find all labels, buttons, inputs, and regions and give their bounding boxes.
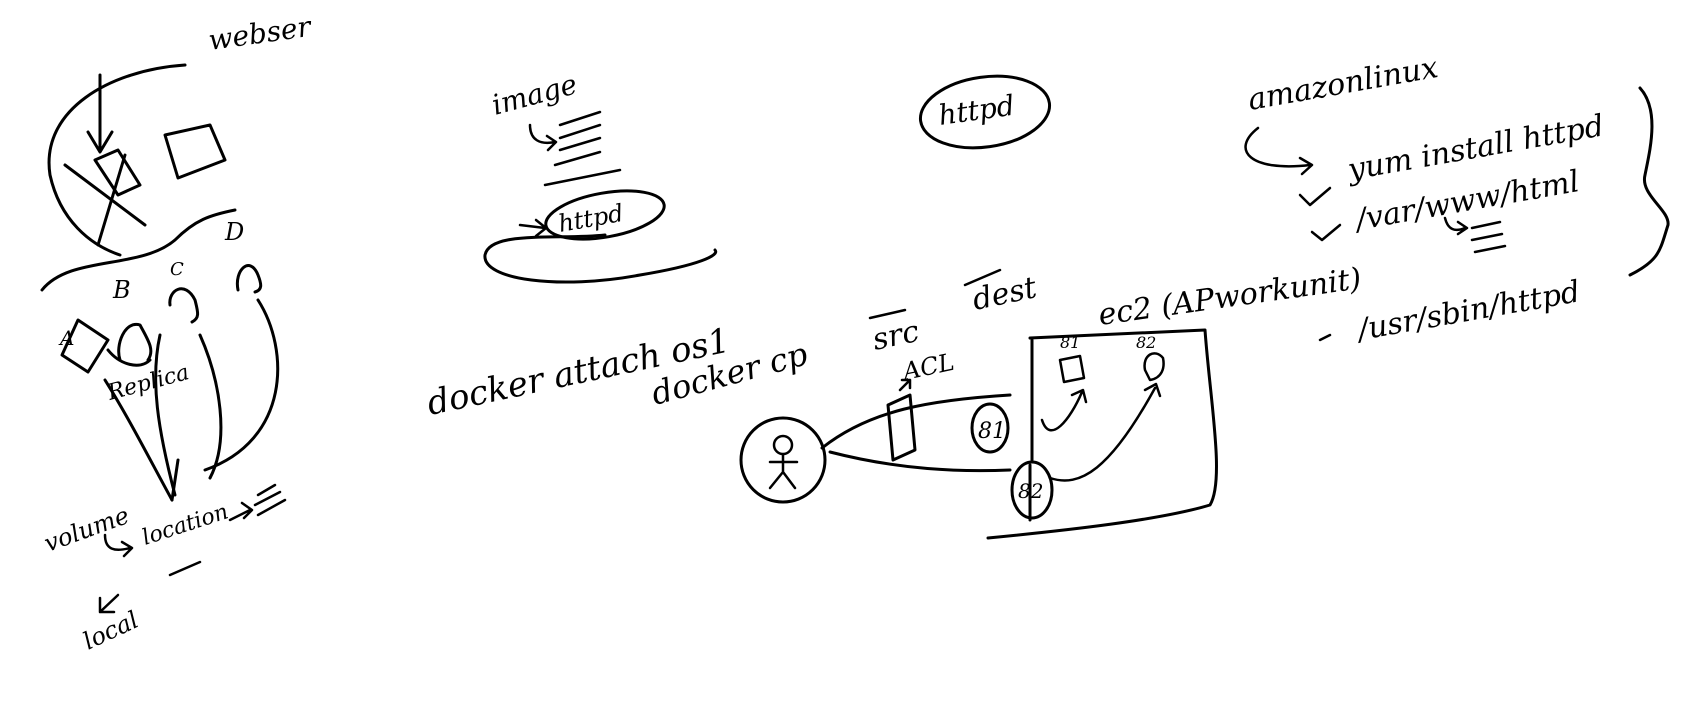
label-b: B	[112, 276, 131, 304]
label-ec2: ec2 (APworkunit)	[1096, 261, 1363, 333]
label-replica: Replica	[104, 360, 192, 406]
volume-location-arrows	[98, 483, 287, 614]
replica-containers	[60, 264, 280, 502]
label-dest: dest	[969, 270, 1040, 318]
webserver-cluster-sketch	[40, 63, 237, 292]
port-81-circle	[970, 402, 1010, 454]
label-src: src	[869, 314, 922, 358]
user-node	[739, 416, 827, 504]
amazonlinux-sketch	[1244, 86, 1670, 342]
label-node-82: 82	[1136, 333, 1156, 352]
label-port-82: 82	[1018, 479, 1043, 503]
src-dest-underlines	[868, 268, 1002, 320]
ec2-network-sketch	[739, 328, 1218, 540]
label-a: A	[58, 326, 74, 350]
port-82-circle	[1010, 460, 1054, 520]
httpd-top-oval	[918, 74, 1052, 150]
label-port-81: 81	[978, 419, 1006, 444]
label-c: C	[170, 259, 184, 280]
label-image: image	[488, 67, 580, 121]
label-location: location	[139, 499, 231, 550]
image-layers-sketch	[483, 110, 718, 284]
label-httpd-top: httpd	[936, 89, 1016, 132]
label-webser: webser	[206, 10, 314, 57]
label-usr-sbin: /usr/sbin/httpd	[1352, 274, 1582, 348]
label-amazonlinux: amazonlinux	[1245, 50, 1440, 118]
label-d: D	[224, 218, 244, 246]
label-node-81: 81	[1060, 333, 1080, 352]
